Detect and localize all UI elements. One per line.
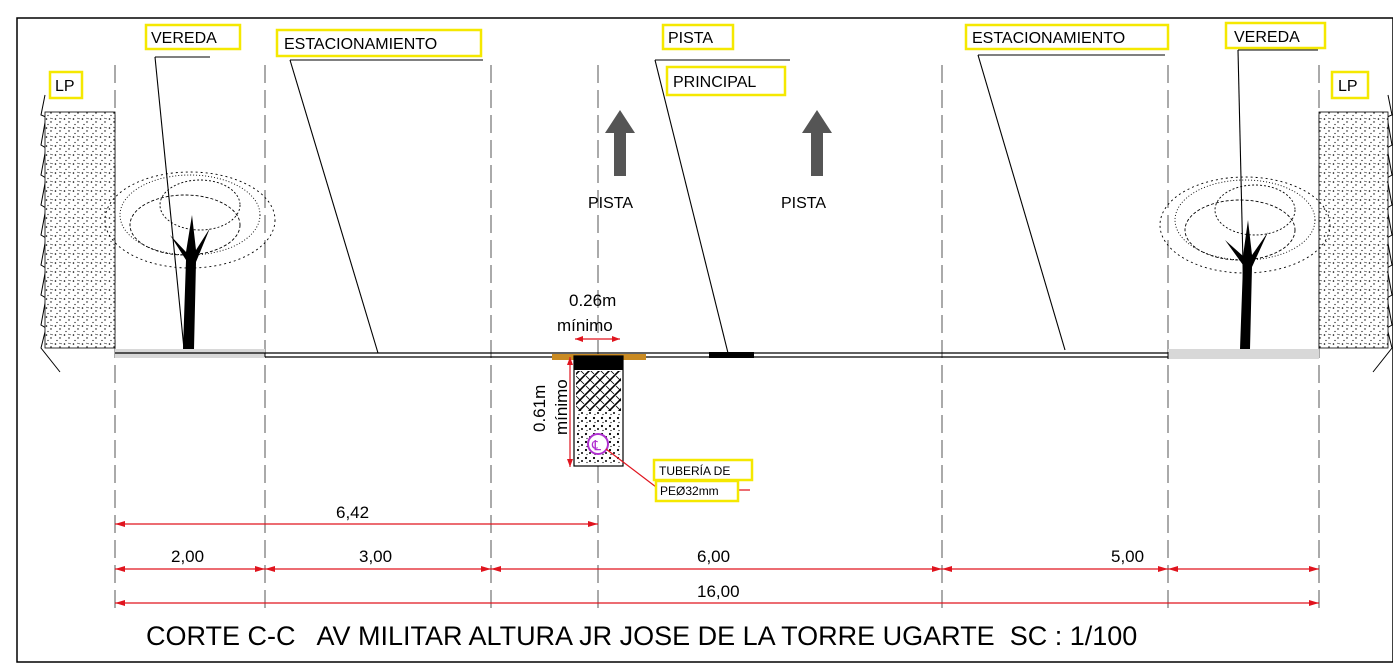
dim-line-offset [115,521,598,527]
dim-pista-value: 6,00 [697,547,730,566]
tag-frame-estacionamiento-right [964,23,1170,51]
label-tuberia-line2: PEØ32mm [660,484,719,498]
dim-vereda-value: 2,00 [171,547,204,566]
label-pista: PISTA [668,30,713,47]
trench-width-note: mínimo [557,316,613,335]
axis-lines [114,65,1320,612]
label-tuberia-line1: TUBERÍA DE [659,463,730,478]
tag-frame-pista [661,23,735,51]
lane-arrow-left [605,110,635,176]
label-vereda-left: VEREDA [151,30,217,47]
label-lp-right: LP [1338,78,1358,95]
lane-label-right: PISTA [781,195,826,212]
label-principal: PRINCIPAL [673,74,756,91]
dim-line-segments [115,566,1319,572]
tag-frame-lp-left [48,70,84,100]
label-lp-left: LP [55,78,75,95]
tag-frame-estacionamiento-left [275,28,483,58]
trench-depth-note: mínimo [552,379,571,435]
dim-offset-value: 6,42 [336,503,369,522]
drawing-frame [16,17,1393,663]
pipe-symbol [587,433,609,455]
tree-right [1159,176,1331,349]
label-estacionamiento-left: ESTACIONAMIENTO [284,36,437,53]
tag-frame-lp-right [1330,70,1370,100]
trench-depth-value: 0.61m [530,385,549,432]
dim-estacionamiento-left-value: 3,00 [359,547,392,566]
lane-arrow-right [802,110,832,176]
tag-frame-tuberia-2 [654,479,740,503]
lane-label-left: PISTA [588,195,633,212]
pipe-symbol-glyph: ℄ [591,437,601,453]
sidewalk-right [1168,349,1319,359]
tag-frame-principal [665,65,787,97]
tag-frame-vereda-left [144,23,242,51]
drawing-title: CORTE C-C AV MILITAR ALTURA JR JOSE DE L… [146,621,1137,651]
property-wall-left [40,94,116,373]
property-wall-right [1318,94,1393,373]
dim-total-value: 16,00 [697,582,740,601]
dim-estacionamiento-right-value: 5,00 [1111,547,1144,566]
leader-lines [154,49,1318,354]
trench-depth-arrow [567,357,573,467]
label-vereda-right: VEREDA [1234,29,1300,46]
median-marker [709,352,754,358]
tree-left [104,171,276,349]
label-estacionamiento-right: ESTACIONAMIENTO [972,30,1125,47]
dim-line-total [115,600,1319,606]
trench-width-arrow [575,336,620,342]
tag-frame-vereda-right [1224,21,1327,50]
trench-width-value: 0.26m [569,291,616,310]
